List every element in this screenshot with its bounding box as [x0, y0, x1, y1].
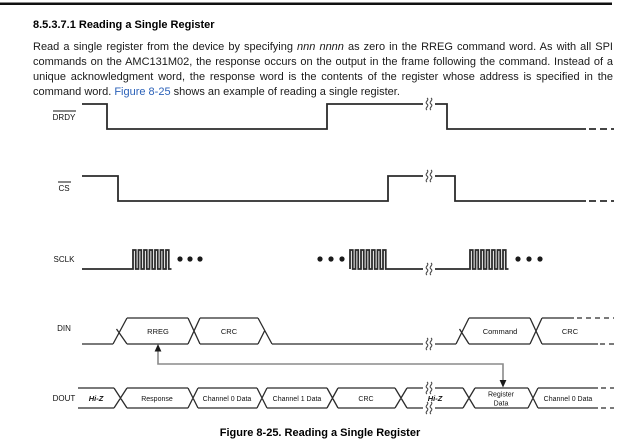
signal-break-icon	[423, 169, 435, 183]
sclk-waveform	[82, 249, 543, 270]
din-trace	[82, 317, 598, 345]
figure-caption: Figure 8-25. Reading a Single Register	[219, 427, 421, 439]
page-top-rule	[0, 2, 612, 5]
signal-break-icon	[423, 401, 435, 415]
paragraph-text: as zero in the RREG command word. As wit…	[33, 41, 613, 98]
section-heading: 8.5.3.7.1 Reading a Single Register	[33, 19, 215, 31]
dout-bus-register-data-line1: Register	[488, 392, 515, 399]
signal-label-drdy: DRDY	[53, 110, 76, 122]
drdy-trace	[82, 103, 586, 130]
din-label: DIN	[57, 324, 71, 333]
drdy-label: DRDY	[53, 113, 76, 122]
dout-bus-register-data-line2: Data	[494, 401, 509, 408]
sclk-ellipsis-dots	[177, 256, 543, 262]
sclk-burst-2-3	[349, 249, 509, 270]
signal-label-cs: CS	[58, 181, 71, 193]
din-bus-crc2: CRC	[562, 327, 579, 336]
din-bus-rreg: RREG	[147, 327, 169, 336]
arrow-up-icon	[154, 344, 162, 352]
paragraph-italic-term: nnn nnnn	[297, 41, 344, 53]
sclk-burst-1	[82, 249, 172, 270]
dout-bus-response: Response	[141, 396, 173, 403]
signal-break-icon	[423, 381, 435, 395]
dout-bus-crc: CRC	[358, 396, 373, 403]
paragraph-text: shows an example of reading a single reg…	[170, 86, 400, 98]
din-waveform: RREG CRC Command CRC	[82, 317, 614, 345]
paragraph-text: Read a single register from the device b…	[33, 41, 298, 53]
din-bus-command: Command	[483, 327, 518, 336]
din-bus-crc: CRC	[221, 327, 238, 336]
dout-trace	[78, 387, 598, 409]
dout-waveform: Hi-Z Response Channel 0 Data Channel 1 D…	[78, 387, 614, 409]
dout-label: DOUT	[53, 394, 76, 403]
signal-break-icon	[423, 262, 435, 276]
dout-bus-channel1: Channel 1 Data	[273, 396, 322, 403]
cs-label: CS	[58, 184, 69, 193]
dout-bus-channel0-2: Channel 0 Data	[544, 396, 593, 403]
arrow-down-icon	[499, 380, 507, 388]
connector-line	[157, 350, 504, 381]
drdy-waveform	[82, 103, 614, 130]
figure-8-25-link[interactable]: Figure 8-25	[114, 86, 171, 98]
dout-bus-hiz-2: Hi-Z	[428, 394, 443, 403]
signal-break-icon	[423, 337, 435, 351]
sclk-label: SCLK	[54, 255, 76, 264]
dout-bus-channel0: Channel 0 Data	[203, 396, 252, 403]
body-paragraph: Read a single register from the device b…	[33, 40, 613, 100]
cs-trace	[82, 175, 586, 202]
dout-bus-hiz-1: Hi-Z	[89, 394, 104, 403]
response-connector-arrow	[154, 344, 507, 388]
cs-waveform	[82, 175, 614, 202]
